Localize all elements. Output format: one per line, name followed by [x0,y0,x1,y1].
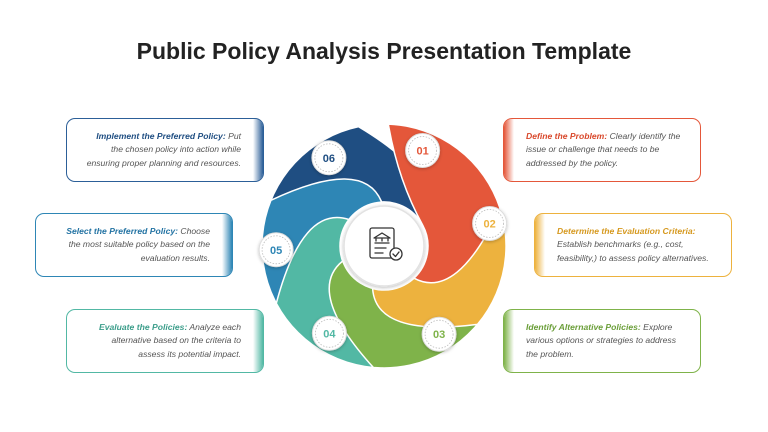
page-title: Public Policy Analysis Presentation Temp… [136,38,632,64]
step-01-body: Clearly identify the issue or challenge … [526,131,681,168]
step-04-body: Analyze each alternative based on the cr… [111,322,241,359]
step-number-03: 03 [433,329,445,341]
step-01-accent [504,119,514,181]
step-05-body: Choose the most suitable policy based on… [68,226,210,263]
step-03-accent [504,310,514,372]
step-badge-05: 05 [258,232,294,268]
step-04-heading: Evaluate the Policies: [98,322,188,333]
step-01-heading: Define the Problem: [526,131,608,142]
step-badge-03: 03 [421,316,457,352]
step-05-accent [222,214,232,276]
step-card-03: Identify Alternative Policies: Explore v… [503,309,701,373]
step-card-04: Evaluate the Policies: Analyze each alte… [66,309,264,373]
step-06-body: Put the chosen policy into action while … [86,131,241,168]
step-badge-02: 02 [472,206,508,241]
step-02-body: Establish benchmarks (e.g., cost, feasib… [557,239,709,263]
step-number-04: 04 [323,328,336,340]
step-number-01: 01 [416,146,428,158]
step-05-heading: Select the Preferred Policy: [66,226,178,237]
step-card-05: Select the Preferred Policy: Choose the … [35,213,233,277]
center-hub [343,205,425,287]
step-card-01: Define the Problem: Clearly identify the… [503,118,701,182]
step-number-06: 06 [323,153,335,165]
step-card-06: Implement the Preferred Policy: Put the … [66,118,264,182]
policy-document-building-icon [369,227,403,261]
step-06-accent [253,119,263,181]
step-card-02: Determine the Evaluation Criteria: Estab… [534,213,732,277]
step-number-02: 02 [483,219,495,231]
step-06-heading: Implement the Preferred Policy: [96,131,226,142]
step-number-05: 05 [270,245,282,257]
step-02-heading: Determine the Evaluation Criteria: [557,226,696,237]
step-badge-06: 06 [311,140,347,176]
step-04-accent [253,310,263,372]
step-badge-04: 04 [311,315,347,351]
step-02-accent [535,214,545,276]
step-badge-01: 01 [405,133,441,168]
step-03-heading: Identify Alternative Policies: [526,322,641,333]
step-03-body: Explore various options or strategies to… [526,322,676,359]
